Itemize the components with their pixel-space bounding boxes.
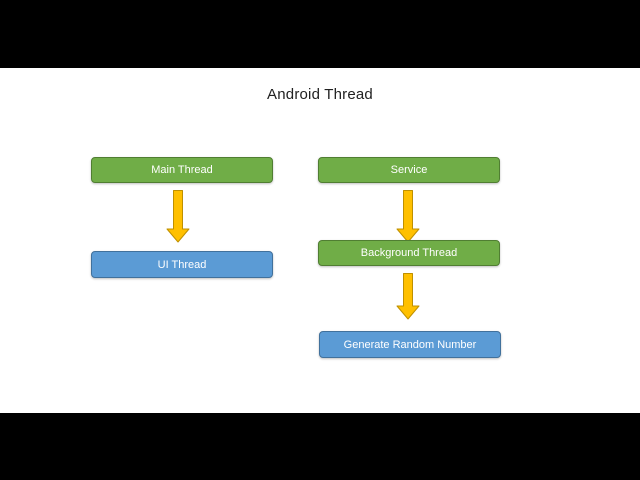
- node-background-thread: Background Thread: [318, 240, 500, 266]
- node-service: Service: [318, 157, 500, 183]
- down-arrow-icon: [396, 273, 420, 320]
- down-arrow-icon: [166, 190, 190, 243]
- node-generate-random-number: Generate Random Number: [319, 331, 501, 358]
- node-main-thread: Main Thread: [91, 157, 273, 183]
- slide-canvas: Android Thread Main Thread UI Thread Ser…: [0, 68, 640, 413]
- node-ui-thread: UI Thread: [91, 251, 273, 278]
- page-title: Android Thread: [267, 86, 373, 103]
- down-arrow-icon: [396, 190, 420, 243]
